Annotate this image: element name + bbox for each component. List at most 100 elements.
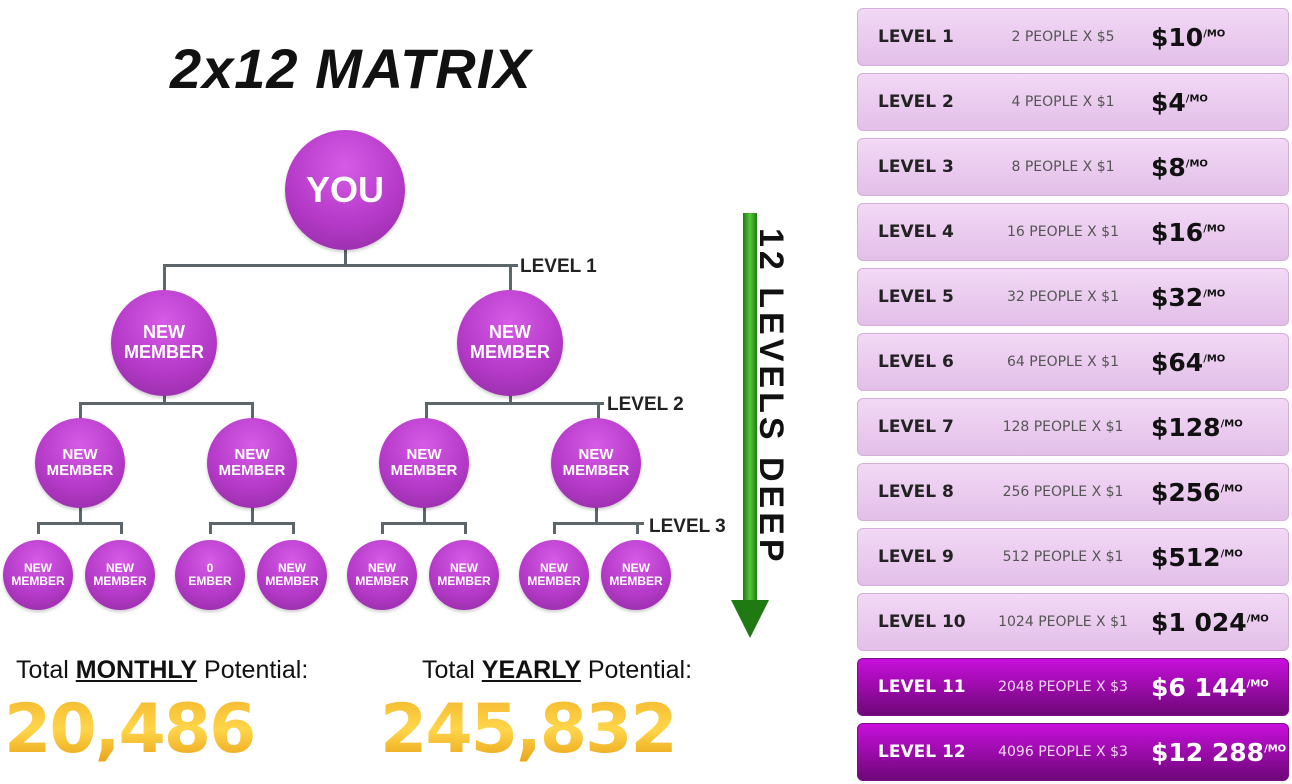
unit: /YR [675, 700, 717, 725]
amount-value: $512 [1151, 542, 1221, 572]
label-text: Potential: [580, 656, 693, 684]
connector-line [163, 264, 166, 294]
level-amount: $256/MO [1143, 478, 1243, 507]
people-count: 2048 PEOPLE X $3 [998, 679, 1128, 695]
connector-line [79, 505, 82, 524]
level-amount: $12 288/MO [1143, 738, 1286, 767]
label-emphasis: MONTHLY [75, 656, 198, 684]
level-name: LEVEL 12 [878, 742, 966, 762]
level-name: LEVEL 5 [878, 287, 954, 307]
connector-line [251, 402, 254, 424]
connector-line [37, 522, 40, 534]
amount-unit: /MO [1220, 548, 1243, 560]
level-row: LEVEL 12 4096 PEOPLE X $3 $12 288/MO [857, 723, 1289, 781]
amount-value: $256 [1151, 477, 1221, 507]
amount-value: $12 288 [1151, 737, 1265, 767]
amount-value: $128 [1151, 412, 1221, 442]
yearly-value: 245,832/YR [380, 690, 717, 769]
amount-unit: /MO [1264, 743, 1287, 755]
level-amount: $32/MO [1143, 283, 1225, 312]
amount-value: $4 [1151, 87, 1186, 117]
label-text: Total [422, 656, 482, 684]
connector-line [636, 522, 639, 534]
level-name: LEVEL 10 [878, 612, 966, 632]
level-amount: $1 024/MO [1143, 608, 1269, 637]
level-label: LEVEL 1 [520, 256, 597, 277]
connector-line [510, 264, 518, 267]
level-amount: $128/MO [1143, 413, 1243, 442]
level-row: LEVEL 5 32 PEOPLE X $1 $32/MO [857, 268, 1289, 326]
amount-unit: /MO [1185, 158, 1208, 170]
connector-line [120, 522, 123, 534]
amount-value: $32 [1151, 282, 1204, 312]
people-count: 4096 PEOPLE X $3 [998, 744, 1128, 760]
amount-unit: /MO [1203, 223, 1226, 235]
label-text: Total [16, 656, 76, 684]
connector-line [425, 402, 428, 424]
amount-unit: /MO [1246, 678, 1269, 690]
level-name: LEVEL 6 [878, 352, 954, 372]
connector-line [464, 522, 467, 534]
amount-value: $10 [1151, 22, 1204, 52]
connector-line [596, 402, 604, 405]
connector-line [209, 522, 212, 534]
connector-line [381, 522, 384, 534]
connector-line [423, 505, 426, 524]
level-name: LEVEL 3 [878, 157, 954, 177]
value: 20,486 [4, 690, 255, 769]
label-emphasis: YEARLY [481, 656, 581, 684]
people-count: 512 PEOPLE X $1 [1002, 549, 1124, 565]
connector-line [79, 402, 82, 424]
connector-line [509, 264, 512, 294]
level-name: LEVEL 8 [878, 482, 954, 502]
page-title: 2x12 MATRIX [170, 37, 532, 100]
connector-line [163, 264, 511, 267]
people-count: 16 PEOPLE X $1 [1007, 224, 1119, 240]
amount-unit: /MO [1220, 418, 1243, 430]
label-text: Potential: [197, 656, 309, 684]
connector-line [292, 522, 295, 534]
connector-line [209, 522, 295, 525]
connector-line [595, 505, 598, 524]
amount-value: $16 [1151, 217, 1204, 247]
amount-value: $6 144 [1151, 672, 1247, 702]
connector-line [636, 522, 644, 525]
level-row: LEVEL 4 16 PEOPLE X $1 $16/MO [857, 203, 1289, 261]
level-name: LEVEL 4 [878, 222, 954, 242]
arrow-head-icon [731, 600, 769, 638]
amount-unit: /MO [1203, 288, 1226, 300]
people-count: 4 PEOPLE X $1 [1011, 94, 1115, 110]
monthly-label: Total MONTHLY Potential: [16, 656, 308, 685]
level-name: LEVEL 7 [878, 417, 954, 437]
level-row: LEVEL 8 256 PEOPLE X $1 $256/MO [857, 463, 1289, 521]
level-amount: $6 144/MO [1143, 673, 1269, 702]
amount-value: $1 024 [1151, 607, 1247, 637]
amount-unit: /MO [1220, 483, 1243, 495]
level-amount: $64/MO [1143, 348, 1225, 377]
connector-line [251, 505, 254, 524]
amount-value: $8 [1151, 152, 1186, 182]
member-node: YOU [285, 130, 405, 250]
level-name: LEVEL 9 [878, 547, 954, 567]
down-arrow-icon [743, 213, 757, 605]
people-count: 32 PEOPLE X $1 [1007, 289, 1119, 305]
connector-line [37, 522, 123, 525]
connector-line [79, 402, 254, 405]
people-count: 256 PEOPLE X $1 [1002, 484, 1124, 500]
level-label: LEVEL 3 [649, 516, 726, 537]
amount-unit: /MO [1246, 613, 1269, 625]
